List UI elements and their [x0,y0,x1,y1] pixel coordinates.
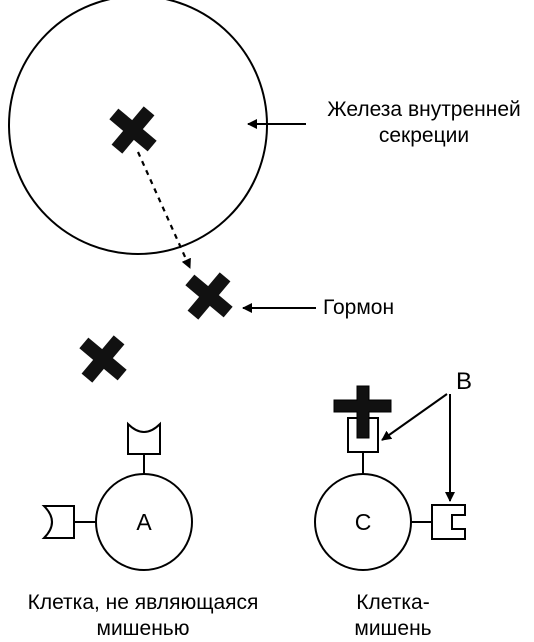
cell-c [314,385,466,571]
bound-hormone-icon [333,385,392,439]
cell-a-left-receptor-icon [41,505,75,539]
target-cell-label-line2: мишень [354,617,432,640]
gland-label: Железа внутренней секреции [327,97,521,149]
gland-label-line2: секреции [378,124,470,147]
nontarget-cell-label: Клетка, не являющаяся мишенью [28,590,259,642]
hormone-released-icon [173,260,245,332]
cell-a-letter: A [136,509,152,535]
target-cell-label: Клетка- мишень [354,590,431,642]
target-cell-label-line1: Клетка- [356,591,430,614]
receptor-b-arrow-top [381,393,448,441]
cell-c-right-receptor-icon [431,504,466,540]
gland-label-line1: Железа внутренней [327,98,521,121]
cell-a-top-receptor-icon [127,421,161,455]
hormone-free-icon [67,323,139,395]
cell-a [41,421,193,571]
hormone-label: Гормон [323,296,395,319]
nontarget-cell-label-line2: мишенью [96,617,190,640]
secretion-dashed-arrow [136,151,192,269]
nontarget-cell-label-line1: Клетка, не являющаяся [27,591,259,614]
cell-c-letter: C [354,509,372,535]
receptor-b-label: B [456,368,473,395]
